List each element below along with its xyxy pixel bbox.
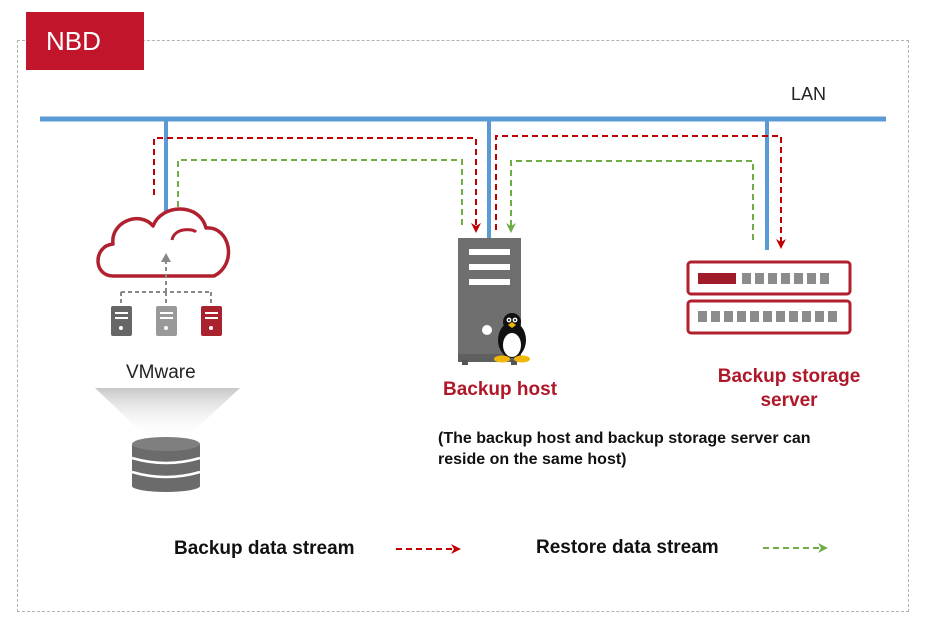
- restore-stream-host-to-vmware: [173, 159, 463, 225]
- backup-stream-vmware-to-host: [153, 137, 481, 233]
- vmware-label: VMware: [126, 362, 196, 383]
- cloud-icon: [96, 207, 231, 278]
- co-location-note: (The backup host and backup storage serv…: [438, 430, 811, 468]
- storage-server-icon: [686, 260, 852, 335]
- legend-backup-label: Backup data stream: [174, 538, 355, 559]
- vm-server-icon-1: [111, 306, 132, 336]
- diagram-frame: [17, 40, 909, 612]
- legend-restore-label: Restore data stream: [536, 537, 719, 558]
- backup-stream-host-to-storage: [495, 135, 786, 249]
- datastore-funnel: [95, 388, 240, 440]
- lan-label: LAN: [791, 84, 827, 104]
- title-badge: NBD: [26, 12, 144, 70]
- linux-tux-icon: [494, 313, 530, 363]
- storage-server-label: Backup storage server: [717, 366, 861, 411]
- vm-connection-tree: [120, 262, 212, 304]
- backup-host-label: Backup host: [443, 379, 558, 400]
- restore-stream-storage-to-host: [506, 160, 754, 240]
- vm-server-icon-2: [156, 306, 177, 336]
- vm-up-arrow-icon: [161, 253, 171, 262]
- database-icon: [131, 437, 201, 492]
- vm-server-icon-3: [201, 306, 222, 336]
